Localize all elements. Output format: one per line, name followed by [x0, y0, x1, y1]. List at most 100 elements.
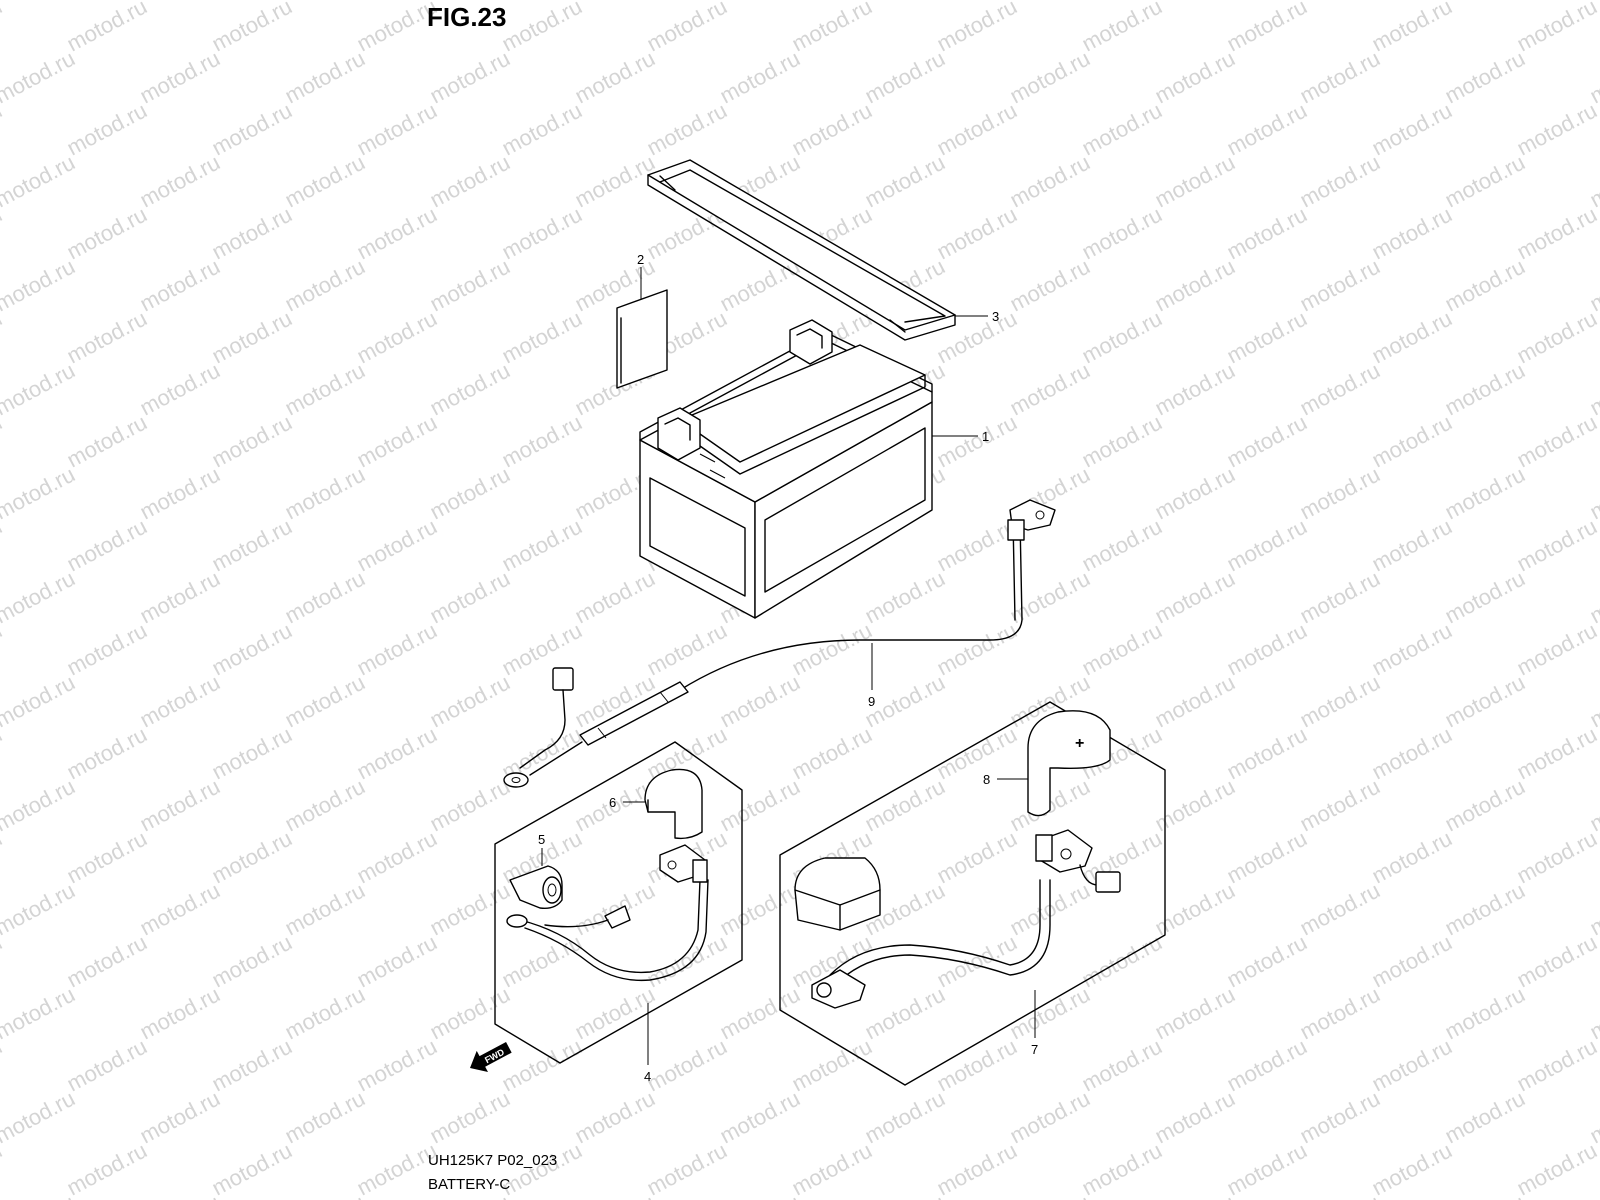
cable-kit-box-left	[494, 741, 743, 1064]
watermark-text: motod.ru	[208, 930, 296, 993]
figure-code: UH125K7 P02_023	[428, 1152, 558, 1169]
watermark-text: motod.ru	[1078, 826, 1166, 889]
watermark-text: motod.ru	[281, 670, 369, 733]
watermark-text: motod.ru	[1368, 1034, 1456, 1097]
watermark-text: motod.ru	[933, 1138, 1021, 1200]
watermark-text: motod.ru	[933, 410, 1021, 473]
watermark-text: motod.ru	[1296, 150, 1384, 213]
watermark-text: motod.ru	[1441, 1086, 1529, 1149]
watermark-text: motod.ru	[0, 150, 79, 213]
figure-name: BATTERY-C	[428, 1176, 511, 1193]
watermark-text: motod.ru	[1223, 306, 1311, 369]
watermark-text: motod.ru	[1078, 0, 1166, 56]
callout-6: 6	[609, 795, 616, 810]
watermark-text: motod.ru	[1151, 46, 1239, 109]
watermark-text: motod.ru	[1223, 930, 1311, 993]
watermark-text: motod.ru	[1513, 930, 1600, 993]
watermark-text: motod.ru	[1223, 1138, 1311, 1200]
watermark-text: motod.ru	[571, 46, 659, 109]
watermark-text: motod.ru	[0, 566, 79, 629]
watermark-text: motod.ru	[1006, 1086, 1094, 1149]
watermark-text: motod.ru	[498, 410, 586, 473]
watermark-text: motod.ru	[0, 670, 79, 733]
watermark-text: motod.ru	[136, 46, 224, 109]
watermark-text: motod.ru	[933, 618, 1021, 681]
figure-title: FIG.23	[427, 2, 507, 32]
watermark-text: motod.ru	[1151, 0, 1239, 4]
watermark-text: motod.ru	[1223, 202, 1311, 265]
watermark-text: motod.ru	[281, 982, 369, 1045]
watermark-text: motod.ru	[1441, 254, 1529, 317]
watermark-text: motod.ru	[1296, 774, 1384, 837]
watermark-text: motod.ru	[498, 306, 586, 369]
watermark-text: motod.ru	[861, 566, 949, 629]
watermark-text: motod.ru	[1368, 618, 1456, 681]
watermark-text: motod.ru	[63, 1138, 151, 1200]
watermark-text: motod.ru	[1151, 254, 1239, 317]
watermark-text: motod.ru	[933, 202, 1021, 265]
watermark-text: motod.ru	[353, 98, 441, 161]
watermark-text: motod.ru	[281, 462, 369, 525]
watermark-text: motod.ru	[716, 1190, 804, 1200]
watermark-text: motod.ru	[498, 930, 586, 993]
watermark-text: motod.ru	[426, 566, 514, 629]
watermark-text: motod.ru	[136, 1086, 224, 1149]
watermark-text: motod.ru	[643, 1138, 731, 1200]
watermark-text: motod.ru	[1296, 46, 1384, 109]
watermark-text: motod.ru	[1296, 462, 1384, 525]
cable-kit-box-right: +	[779, 701, 1166, 1086]
watermark-text: motod.ru	[1513, 1034, 1600, 1097]
watermark-text: motod.ru	[1006, 358, 1094, 421]
watermark-text: motod.ru	[1296, 670, 1384, 733]
callout-5: 5	[538, 832, 545, 847]
watermark-text: motod.ru	[1441, 358, 1529, 421]
watermark-text: motod.ru	[208, 0, 296, 56]
callout-numbers: 1 2 3 4 5 6 7 8 9	[538, 252, 1038, 1084]
battery-cable-wire	[503, 499, 1056, 788]
watermark-text: motod.ru	[788, 0, 876, 56]
watermark-text: motod.ru	[0, 878, 79, 941]
watermark-text: motod.ru	[1441, 462, 1529, 525]
watermark-text: motod.ru	[281, 1190, 369, 1200]
watermark-text: motod.ru	[136, 774, 224, 837]
watermark-text: motod.ru	[1223, 618, 1311, 681]
watermark-text: motod.ru	[498, 98, 586, 161]
watermark-text: motod.ru	[136, 462, 224, 525]
watermark-text: motod.ru	[498, 0, 586, 56]
watermark-text: motod.ru	[0, 1086, 79, 1149]
watermark-text: motod.ru	[933, 0, 1021, 56]
watermark-text: motod.ru	[1513, 0, 1600, 56]
watermark-text: motod.ru	[1368, 410, 1456, 473]
watermark-text: motod.ru	[1078, 1034, 1166, 1097]
watermark-text: motod.ru	[1223, 0, 1311, 56]
watermark-text: motod.ru	[861, 774, 949, 837]
watermark-text: motod.ru	[1151, 878, 1239, 941]
callout-3: 3	[992, 309, 999, 324]
watermark-text: motod.ru	[0, 254, 79, 317]
watermark-text: motod.ru	[353, 410, 441, 473]
watermark-text: motod.ru	[1078, 98, 1166, 161]
watermark-text: motod.ru	[788, 618, 876, 681]
watermark-text: motod.ru	[1151, 670, 1239, 733]
watermark-text: motod.ru	[1296, 358, 1384, 421]
watermark-text: motod.ru	[353, 722, 441, 785]
watermark-text: motod.ru	[716, 1086, 804, 1149]
watermark-text: motod.ru	[0, 1190, 79, 1200]
watermark-text: motod.ru	[1441, 1190, 1529, 1200]
watermark-text: motod.ru	[426, 150, 514, 213]
callout-7: 7	[1031, 1042, 1038, 1057]
watermark-text: motod.ru	[0, 46, 79, 109]
watermark-text: motod.ru	[933, 930, 1021, 993]
watermark-text: motod.ru	[643, 1034, 731, 1097]
watermark-text: motod.ru	[281, 1086, 369, 1149]
watermark-text: motod.ru	[1441, 774, 1529, 837]
plus-mark: +	[1075, 735, 1084, 752]
callout-4: 4	[644, 1069, 651, 1084]
watermark-text: motod.ru	[208, 1138, 296, 1200]
watermark-text: motod.ru	[1151, 566, 1239, 629]
watermark-text: motod.ru	[208, 514, 296, 577]
watermark-text: motod.ru	[716, 982, 804, 1045]
watermark-text: motod.ru	[933, 98, 1021, 161]
watermark-text: motod.ru	[426, 774, 514, 837]
